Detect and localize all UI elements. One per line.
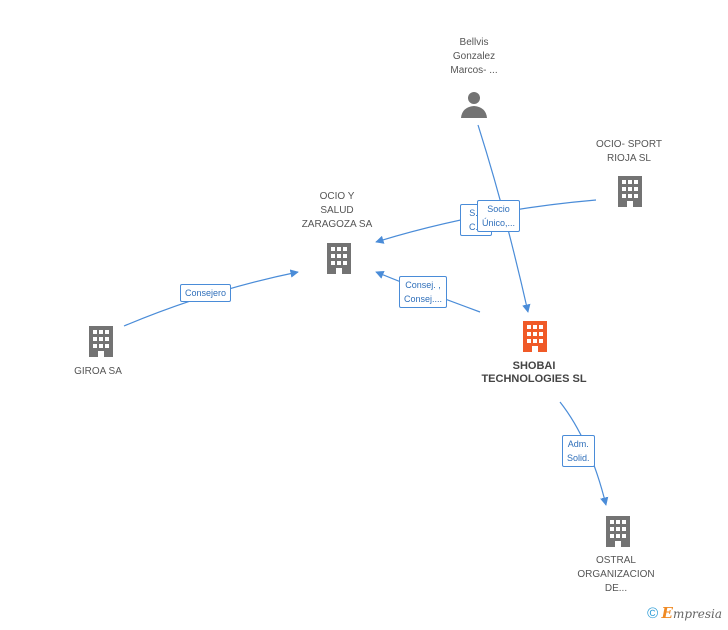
edge-label-adm-solid[interactable]: Adm. Solid.: [562, 435, 595, 467]
node-label-ostral[interactable]: OSTRAL ORGANIZACION DE...: [568, 554, 664, 596]
node-label-line: ORGANIZACION: [577, 569, 655, 580]
edge-label-line: Consejero: [185, 288, 227, 298]
node-label-line: TECHNOLOGIES SL: [481, 373, 587, 385]
node-label-line: ZARAGOZA SA: [301, 219, 373, 230]
node-label-line: OSTRAL: [595, 555, 636, 566]
edge-label-line: Solid.: [567, 453, 590, 463]
node-label-shobai[interactable]: SHOBAI TECHNOLOGIES SL: [464, 360, 604, 386]
node-label-ocio-salud[interactable]: OCIO Y SALUD ZARAGOZA SA: [287, 190, 387, 232]
edge-label-line: Único,...: [482, 218, 516, 228]
node-label-line: OCIO Y: [319, 191, 355, 202]
copyright-icon: ©: [647, 605, 659, 622]
edge-label-line: Socio: [487, 204, 510, 214]
edge-label-line: Consej. ,: [405, 280, 441, 290]
edge-label-line: S...: [469, 208, 483, 218]
building-icon-focus[interactable]: [520, 320, 550, 354]
edge-label-consejero[interactable]: Consejero: [180, 284, 232, 302]
node-label-ocio-sport[interactable]: OCIO- SPORT RIOJA SL: [584, 138, 674, 166]
node-label-line: SHOBAI: [512, 360, 556, 372]
edge-label-socio-unico[interactable]: Socio Único,...: [477, 200, 521, 232]
node-label-line: GIROA SA: [74, 366, 122, 377]
node-label-line: Bellvis: [459, 37, 489, 48]
building-icon[interactable]: [86, 325, 116, 359]
brand-footer[interactable]: © Empresia: [647, 604, 722, 622]
brand-logo-initial: E: [661, 604, 673, 622]
node-label-line: DE...: [604, 583, 628, 594]
node-label-line: SALUD: [320, 205, 354, 216]
node-label-line: Marcos- ...: [450, 65, 498, 76]
building-icon[interactable]: [324, 242, 354, 276]
edge-label-line: Adm.: [567, 439, 589, 449]
edge-label-line: Consej....: [404, 294, 443, 304]
brand-logo-text: mpresia: [672, 607, 722, 621]
node-label-bellvis[interactable]: Bellvis Gonzalez Marcos- ...: [434, 36, 514, 78]
node-label-line: OCIO- SPORT: [596, 139, 662, 150]
person-icon[interactable]: [459, 90, 489, 120]
node-label-line: RIOJA SL: [607, 153, 651, 164]
building-icon[interactable]: [615, 175, 645, 209]
edge-label-line: C...: [468, 222, 483, 232]
building-icon[interactable]: [603, 515, 633, 549]
node-label-giroa[interactable]: GIROA SA: [58, 365, 138, 379]
edge-label-consej[interactable]: Consej. , Consej....: [399, 276, 448, 308]
node-label-line: Gonzalez: [452, 51, 496, 62]
